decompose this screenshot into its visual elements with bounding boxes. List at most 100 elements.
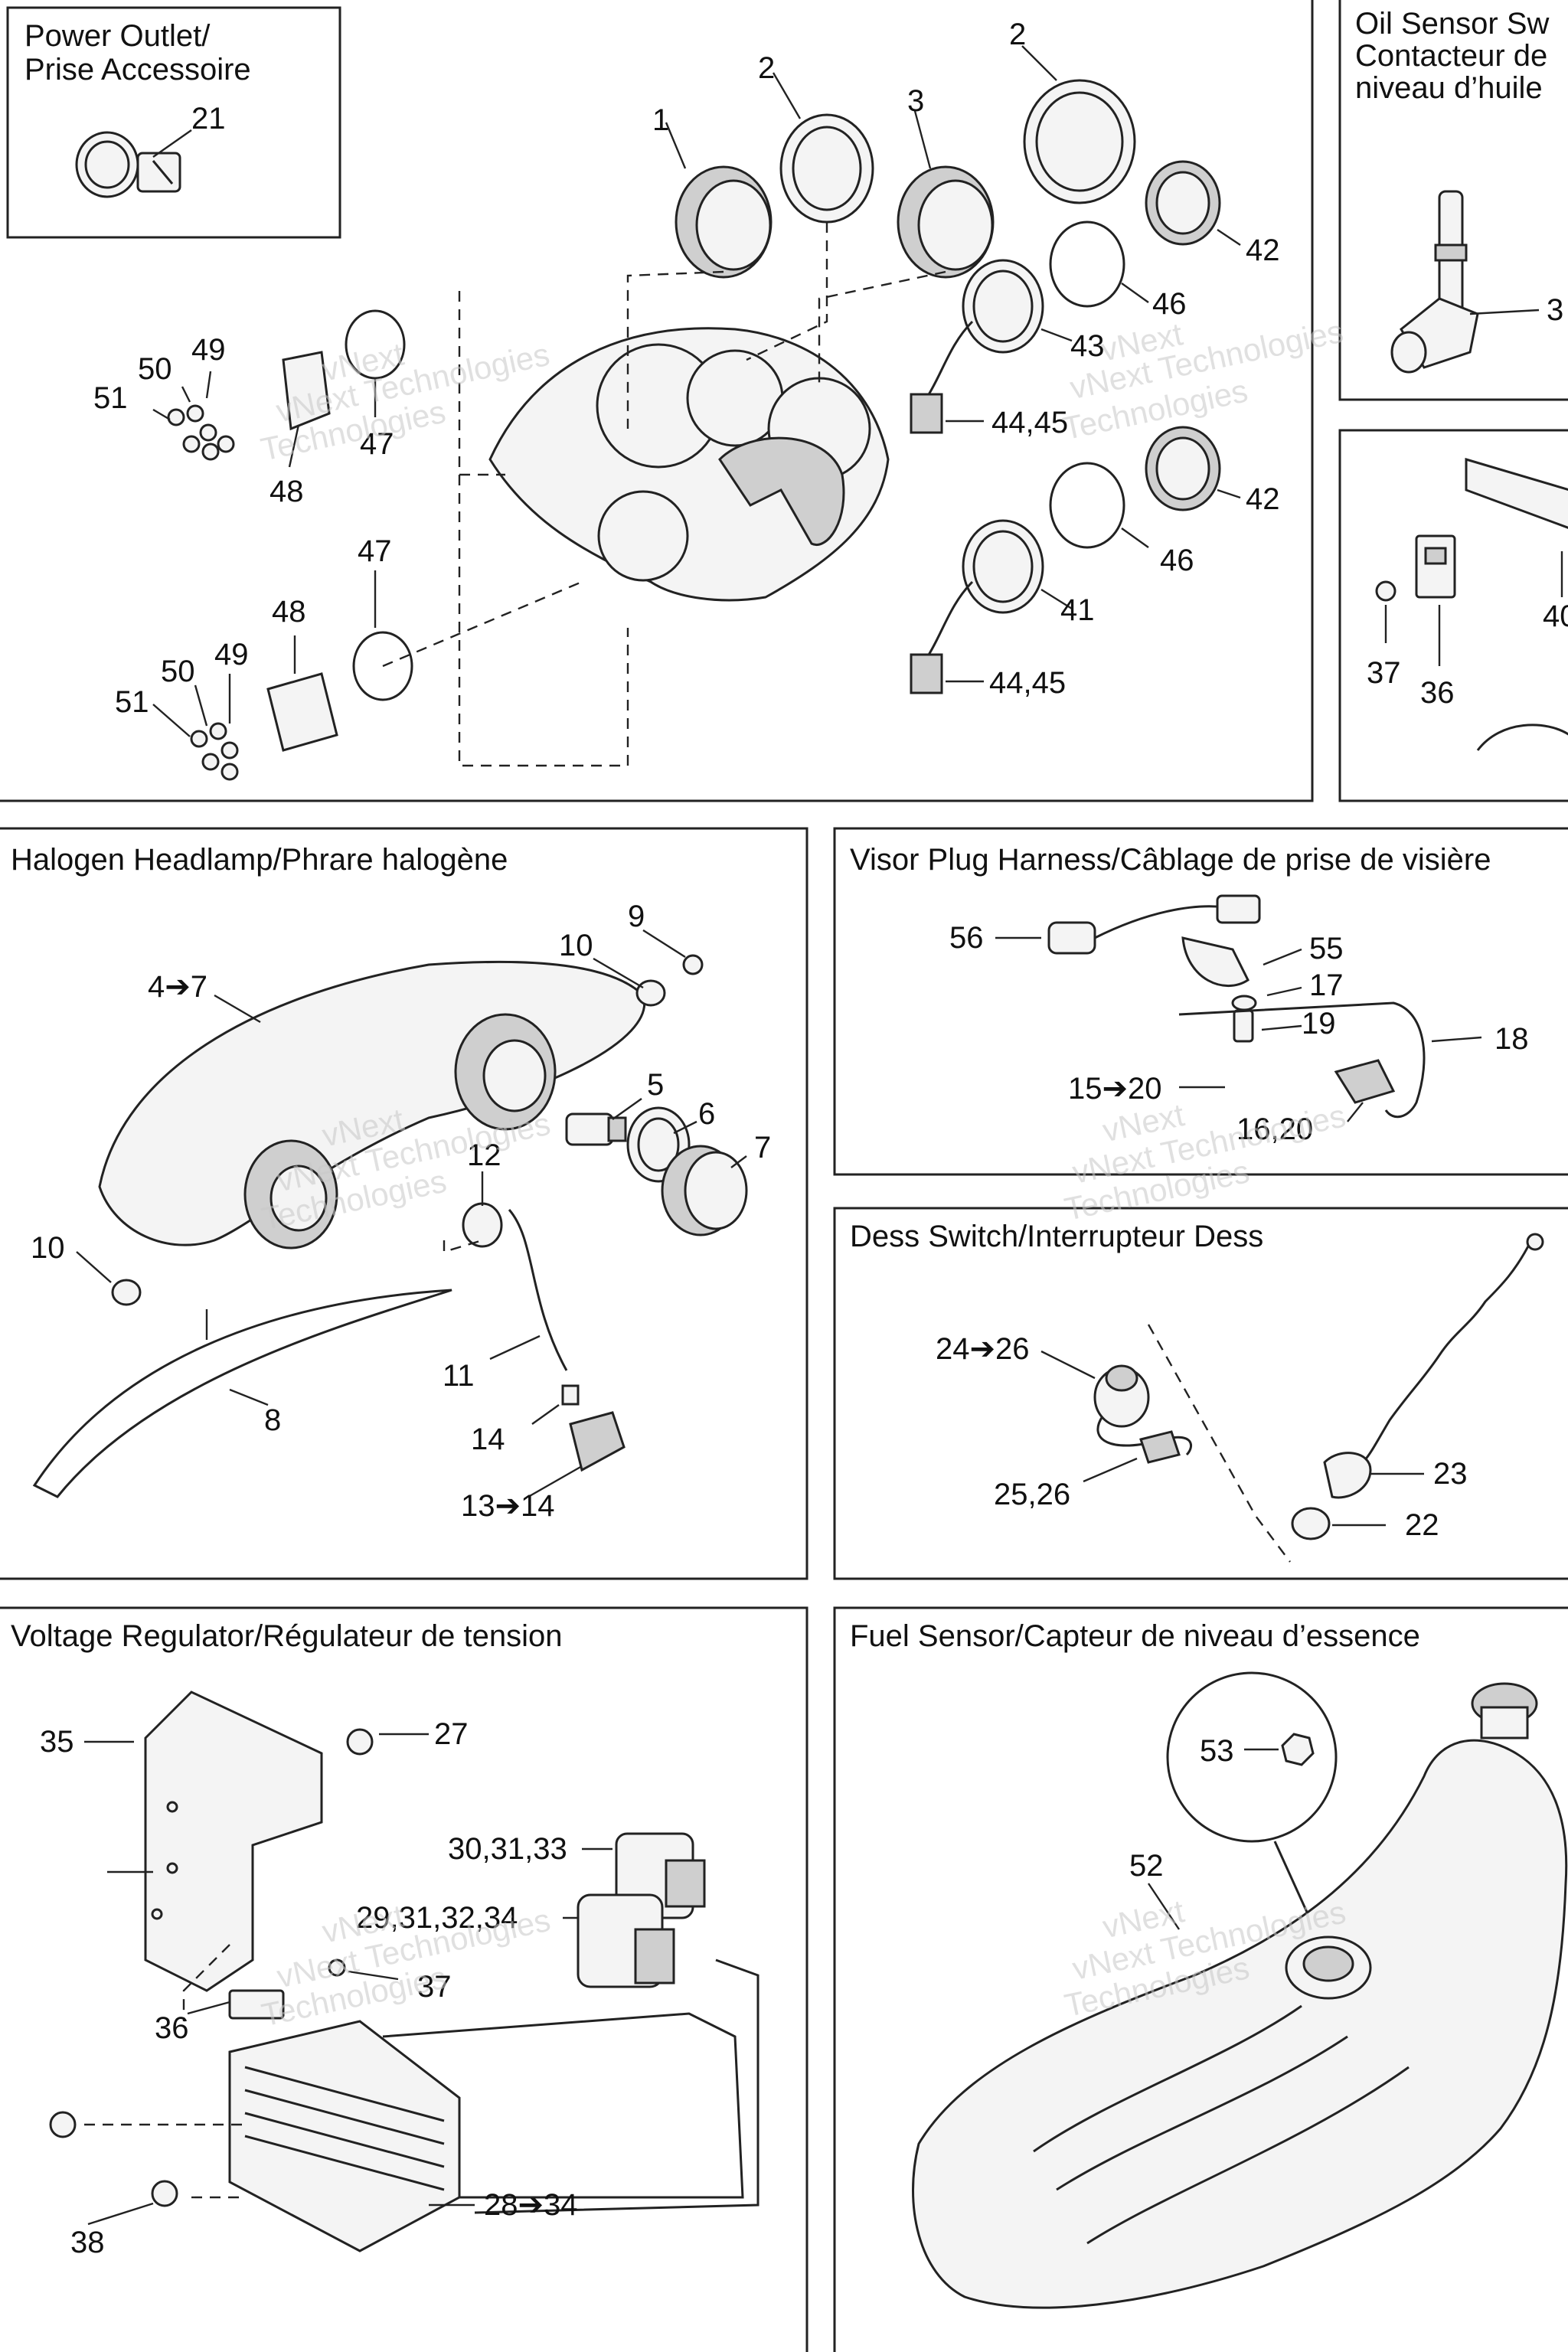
callout-9: 9 [628, 900, 645, 933]
gauge-43 [910, 259, 1044, 434]
callout-44-45a: 44,45 [991, 406, 1068, 439]
screw-37b [328, 1958, 346, 1977]
callout-37b: 37 [417, 1970, 452, 2004]
gauge-bezel-1 [675, 165, 773, 279]
callout-27: 27 [434, 1717, 469, 1751]
headlamp-housing [98, 960, 646, 1250]
screw-37 [1375, 580, 1396, 602]
grommet-10b [111, 1279, 142, 1306]
callout-22: 22 [1405, 1508, 1439, 1542]
lanyard-coil [1361, 1240, 1533, 1464]
ring-47a [345, 309, 406, 380]
dess-switch-panel-frame [833, 1207, 1568, 1580]
callout-23: 23 [1433, 1457, 1468, 1491]
power-outlet-title-line2: Prise Accessoire [24, 53, 251, 87]
gauge-ring-42a [1145, 160, 1221, 246]
callout-48a: 48 [270, 475, 304, 508]
nut-22 [1291, 1507, 1331, 1540]
callout-40: 40 [1543, 599, 1568, 633]
power-outlet-panel-frame [6, 6, 341, 239]
callout-19: 19 [1302, 1007, 1336, 1040]
callout-5: 5 [647, 1068, 664, 1102]
power-outlet-part [75, 131, 181, 198]
dess-switch-title: Dess Switch/Interrupteur Dess [850, 1220, 1263, 1253]
clip-panel-frame [1338, 429, 1568, 802]
callout-46a: 46 [1152, 287, 1187, 321]
lanyard-clip [1526, 1233, 1544, 1251]
trim-strip-8 [32, 1289, 452, 1498]
fuel-tank [912, 1739, 1568, 2309]
voltage-regulator-panel-frame [0, 1606, 808, 2352]
watermark-2: vNext vNext Technologies Technologies [1060, 313, 1346, 447]
harness-18 [1178, 1001, 1426, 1119]
callout-53: 53 [1200, 1734, 1234, 1768]
callout-51a: 51 [93, 381, 128, 415]
callout-41: 41 [1060, 593, 1095, 627]
watermark-5: vNext vNext Technologies Technologies [259, 1897, 554, 2033]
callout-43: 43 [1070, 329, 1105, 363]
regulator-harness [382, 2012, 744, 2199]
callout-14: 14 [471, 1423, 505, 1456]
callout-28-34: 28➔34 [484, 2188, 578, 2222]
callout-30-31-33: 30,31,33 [448, 1832, 567, 1866]
callout-55: 55 [1309, 932, 1344, 965]
callout-47b: 47 [358, 534, 392, 568]
regulator-28 [228, 2020, 461, 2252]
gauge-41 [910, 519, 1044, 694]
seal-ring-46a [1049, 220, 1125, 308]
detail-circle [1166, 1671, 1338, 1843]
oil-sensor-panel-frame [1338, 0, 1568, 401]
grommet-10a [635, 979, 666, 1007]
callout-10b: 10 [31, 1231, 65, 1265]
clip-part-36 [1415, 534, 1456, 599]
nut-53 [1281, 1733, 1315, 1766]
callout-51b: 51 [115, 685, 149, 719]
oil-sensor-part [1390, 190, 1479, 374]
nuts-upper [167, 404, 235, 461]
visor-plug-panel-frame [833, 827, 1568, 1176]
callout-2b: 2 [1009, 18, 1026, 51]
visor-plug-title: Visor Plug Harness/Câblage de prise de v… [850, 843, 1491, 877]
callout-7: 7 [754, 1131, 771, 1165]
callout-50b: 50 [161, 655, 195, 688]
connector-29 [577, 1893, 675, 1988]
nuts-lower [190, 722, 239, 781]
callout-18: 18 [1494, 1022, 1529, 1056]
callout-3: 3 [907, 84, 924, 118]
fuel-sensor-panel-frame [833, 1606, 1568, 2352]
callout-42b: 42 [1246, 482, 1280, 516]
dust-cover-7 [661, 1145, 748, 1236]
callout-6: 6 [698, 1097, 715, 1131]
callout-13-14: 13➔14 [461, 1489, 555, 1523]
callout-12: 12 [467, 1138, 501, 1172]
gauge-ring-2a [779, 113, 874, 224]
callout-56: 56 [949, 921, 984, 955]
dess-key-23 [1323, 1452, 1372, 1499]
voltage-regulator-title: Voltage Regulator/Régulateur de tension [11, 1619, 563, 1653]
callout-44-45b: 44,45 [989, 666, 1066, 700]
clip-36b [228, 1989, 285, 2020]
bolt-38b [151, 2180, 178, 2207]
callout-38: 38 [70, 2226, 105, 2259]
callout-50a: 50 [138, 352, 172, 386]
callout-37a: 37 [1367, 656, 1401, 690]
callout-47a: 47 [360, 427, 394, 461]
mount-plate-35 [144, 1690, 323, 1992]
callout-49a: 49 [191, 333, 226, 367]
wire-11 [508, 1209, 568, 1371]
callout-4-7: 4➔7 [148, 970, 207, 1004]
connector-13 [569, 1411, 626, 1472]
visor-plug-56 [1047, 894, 1261, 955]
callout-35: 35 [40, 1725, 74, 1759]
bracket-48b [266, 672, 338, 752]
callout-46b: 46 [1160, 544, 1194, 577]
headlamp-panel-frame [0, 827, 808, 1580]
connector-16 [1334, 1059, 1396, 1104]
callout-29-31-32-34: 29,31,32,34 [356, 1901, 518, 1935]
callout-10a: 10 [559, 929, 593, 962]
boot-55 [1181, 936, 1250, 988]
gauge-assembly-panel-frame [0, 0, 1314, 802]
callout-48b: 48 [272, 595, 306, 629]
oil-sensor-title-line2: Contacteur de [1355, 39, 1547, 73]
callout-2a: 2 [758, 51, 775, 85]
